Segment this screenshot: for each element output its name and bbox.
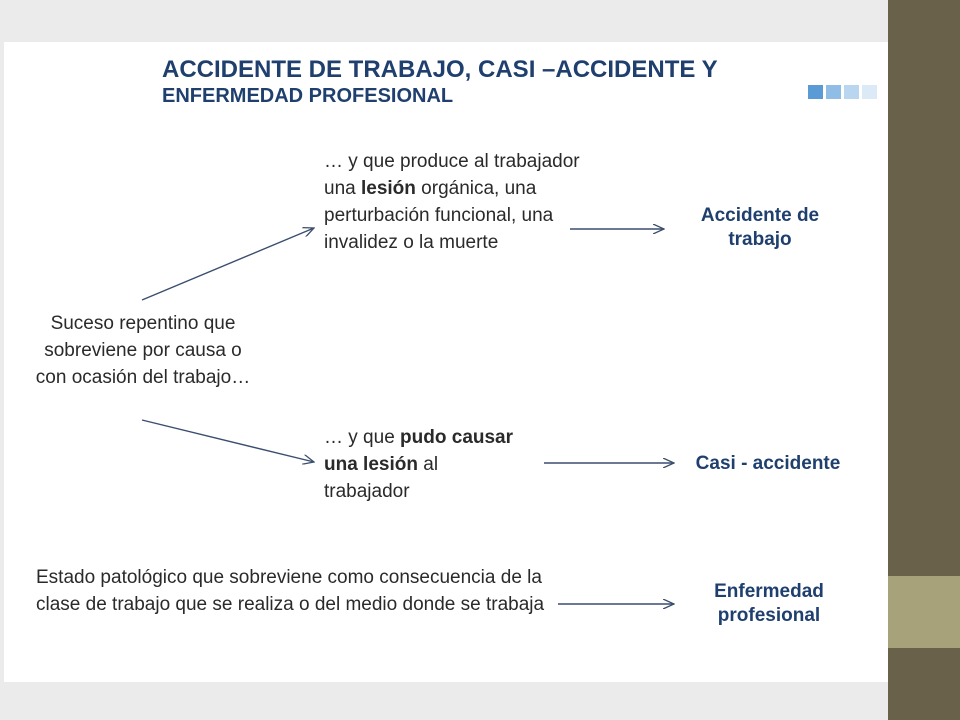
side-bar-top	[888, 0, 960, 576]
result-accident: Accidente de trabajo	[700, 205, 820, 250]
result-disease: Enfermedad profesional	[714, 581, 824, 626]
title-line-1: ACCIDENTE DE TRABAJO, CASI –ACCIDENTE Y	[162, 56, 718, 83]
branch1-text: … y que produce al trabajador una lesión…	[324, 151, 580, 253]
square-3	[844, 85, 859, 99]
disease-text: Estado patológico que sobreviene como co…	[36, 567, 545, 615]
slide: ACCIDENTE DE TRABAJO, CASI –ACCIDENTE Y …	[4, 42, 888, 682]
result-near-miss: Casi - accidente	[695, 453, 841, 474]
square-2	[826, 85, 841, 99]
title-line-2: ENFERMEDAD PROFESIONAL	[162, 85, 454, 107]
slide-title: ACCIDENTE DE TRABAJO, CASI –ACCIDENTE Y …	[162, 56, 718, 110]
branch2-text: … y que pudo causar una lesión al trabaj…	[324, 427, 514, 502]
side-bar-middle	[888, 576, 960, 648]
arrow-source-to-branch1	[141, 228, 314, 301]
arrow-source-to-branch2	[141, 419, 314, 462]
square-4	[862, 85, 877, 99]
square-1	[808, 85, 823, 99]
side-bar-bottom	[888, 648, 960, 720]
source-text: Suceso repentino que sobreviene por caus…	[35, 313, 251, 388]
diagram-arrows	[141, 42, 888, 682]
decorative-squares	[808, 85, 877, 99]
